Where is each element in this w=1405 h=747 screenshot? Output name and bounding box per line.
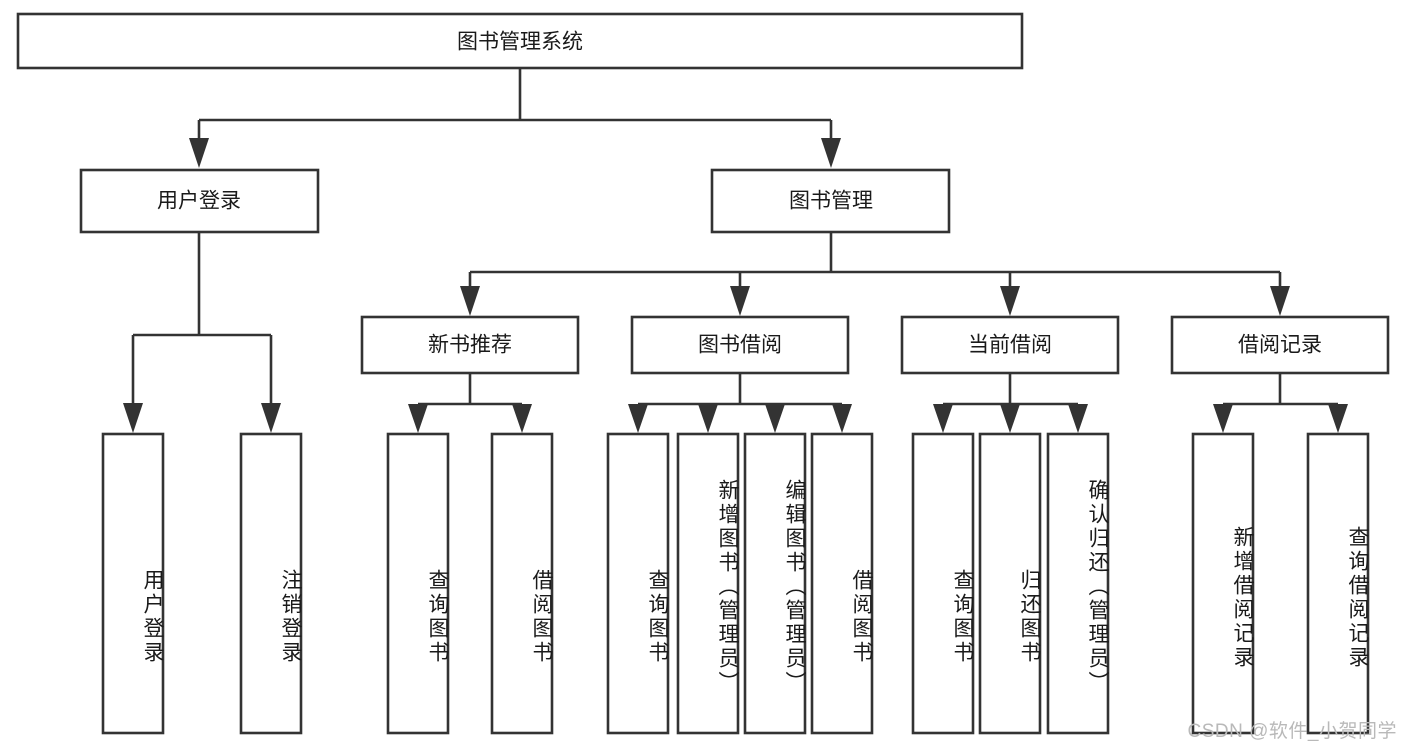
leaf-nbr-query-book-box[interactable] bbox=[386, 432, 450, 735]
arrow-head-cb-leaf-1 bbox=[933, 404, 953, 433]
node-borrow-record-label: 借阅记录 bbox=[1238, 334, 1322, 357]
node-book-mgmt-box[interactable] bbox=[710, 168, 951, 234]
leaf-br-add-record-box[interactable] bbox=[1191, 432, 1255, 735]
arrow-head-cb-leaf-2 bbox=[1000, 404, 1020, 433]
arrow-head-bb-leaf-4 bbox=[832, 404, 852, 433]
leaf-br-query-record-box[interactable] bbox=[1306, 432, 1370, 735]
node-new-book-rec-label: 新书推荐 bbox=[428, 334, 512, 357]
leaf-bb-query-book-box[interactable] bbox=[606, 432, 670, 735]
leaf-logout-box[interactable] bbox=[239, 432, 303, 735]
leaf-nbr-borrow-book-box[interactable] bbox=[490, 432, 554, 735]
node-book-mgmt-label: 图书管理 bbox=[789, 190, 873, 213]
leaf-bb-add-book-box[interactable] bbox=[676, 432, 740, 735]
arrow-head-bb-leaf-3 bbox=[765, 404, 785, 433]
arrow-head-leaf-user-login bbox=[123, 403, 143, 433]
leaf-cb-query-book-box[interactable] bbox=[911, 432, 975, 735]
node-new-book-rec-box[interactable] bbox=[360, 315, 580, 375]
node-current-borrow-label: 当前借阅 bbox=[968, 334, 1052, 357]
arrow-head-book-borrow bbox=[730, 286, 750, 316]
arrow-head-bb-leaf-1 bbox=[628, 404, 648, 433]
arrow-head-bb-leaf-2 bbox=[698, 404, 718, 433]
arrow-head-book-mgmt bbox=[821, 138, 841, 168]
node-group: 图书管理系统 用户登录 图书管理 新书推荐 图书借阅 当前借阅 借阅记录 bbox=[16, 12, 1390, 735]
arrow-head-br-leaf-2 bbox=[1328, 404, 1348, 433]
node-borrow-record-box[interactable] bbox=[1170, 315, 1390, 375]
node-book-borrow-label: 图书借阅 bbox=[698, 334, 782, 357]
leaf-cb-confirm-return-box[interactable] bbox=[1046, 432, 1110, 735]
arrow-head-leaf-logout bbox=[261, 403, 281, 433]
node-book-borrow-box[interactable] bbox=[630, 315, 850, 375]
node-current-borrow-box[interactable] bbox=[900, 315, 1120, 375]
leaf-cb-return-book-box[interactable] bbox=[978, 432, 1042, 735]
arrow-head-new-book-rec bbox=[460, 286, 480, 316]
leaf-bb-borrow-book-box[interactable] bbox=[810, 432, 874, 735]
leaf-user-login-box[interactable] bbox=[101, 432, 165, 735]
node-user-login-label: 用户登录 bbox=[157, 190, 241, 213]
connector-group bbox=[123, 69, 1348, 433]
arrow-head-current-borrow bbox=[1000, 286, 1020, 316]
leaf-bb-edit-book-box[interactable] bbox=[743, 432, 807, 735]
arrow-head-br-leaf-1 bbox=[1213, 404, 1233, 433]
node-root-label: 图书管理系统 bbox=[457, 31, 583, 54]
arrow-head-nbr-leaf-1 bbox=[408, 404, 428, 433]
node-root-box[interactable] bbox=[16, 12, 1024, 70]
node-user-login-box[interactable] bbox=[79, 168, 320, 234]
arrow-head-cb-leaf-3 bbox=[1068, 404, 1088, 433]
arrow-head-nbr-leaf-2 bbox=[512, 404, 532, 433]
csdn-watermark: CSDN @软件_小贺同学 bbox=[1187, 721, 1397, 742]
arrow-head-user-login bbox=[189, 138, 209, 168]
arrow-head-borrow-record bbox=[1270, 286, 1290, 316]
